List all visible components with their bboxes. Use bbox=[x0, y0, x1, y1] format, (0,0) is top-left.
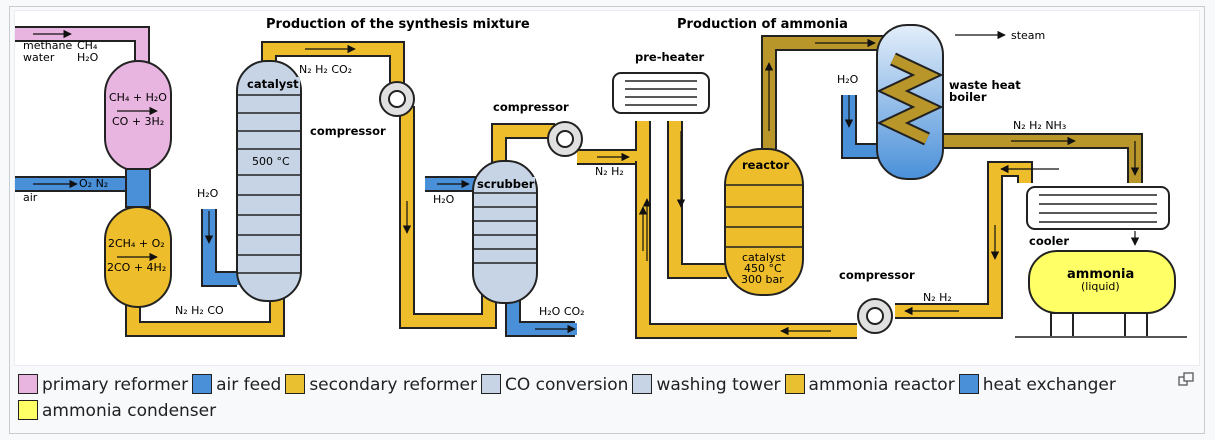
ammonia-reactor: reactor catalyst 450 °C 300 bar bbox=[724, 148, 804, 296]
compressor-1-label: compressor bbox=[310, 124, 386, 138]
n2h2-mid-label: N₂ H₂ bbox=[595, 165, 624, 178]
reactor-cat3: 300 bar bbox=[741, 273, 784, 286]
waste-heat-boiler: waste heat boiler bbox=[876, 24, 1021, 180]
legend-item: secondary reformer bbox=[285, 372, 477, 398]
cooler: cooler bbox=[1026, 186, 1170, 248]
reformer-eq1b: CO + 3H₂ bbox=[112, 115, 164, 128]
heading-synthesis: Production of the synthesis mixture bbox=[266, 17, 530, 32]
legend-item: air feed bbox=[192, 372, 281, 398]
ch4-label: CH₄ bbox=[77, 39, 98, 52]
boiler-label-1: waste heat bbox=[949, 78, 1021, 92]
pre-heater: pre-heater bbox=[612, 50, 710, 114]
legend-label: primary reformer bbox=[42, 375, 189, 395]
compressor-1: compressor bbox=[310, 81, 415, 138]
legend-item: primary reformer bbox=[18, 372, 188, 398]
gold-pipe-8 bbox=[895, 161, 1033, 319]
h2o-co2-out-label: H₂O CO₂ bbox=[539, 305, 585, 318]
legend-label: ammonia reactor bbox=[808, 375, 955, 395]
gold-pipe-5 bbox=[577, 121, 651, 165]
legend-label: secondary reformer bbox=[309, 375, 477, 395]
legend-swatch bbox=[481, 374, 501, 394]
gold-pipe-6 bbox=[667, 121, 731, 279]
cooler-label: cooler bbox=[1029, 234, 1069, 248]
reactor-cat1: catalyst bbox=[742, 251, 786, 264]
legend-item: ammonia condenser bbox=[18, 398, 216, 424]
flow-arrows bbox=[33, 29, 1140, 336]
enlarge-icon[interactable] bbox=[1178, 372, 1194, 386]
scrubber-label: scrubber bbox=[477, 177, 535, 191]
water-label: water bbox=[23, 51, 55, 64]
legend-item: washing tower bbox=[632, 372, 781, 398]
secondary-reformer: 2CH₄ + O₂ 2CO + 4H₂ bbox=[104, 206, 172, 308]
reformer-eq2a: 2CH₄ + O₂ bbox=[108, 237, 165, 250]
compressor-3: compressor bbox=[839, 268, 915, 334]
ammonia-tank: ammonia (liquid) bbox=[1015, 250, 1187, 338]
reactor-cat2: 450 °C bbox=[744, 262, 782, 275]
legend-swatch bbox=[18, 400, 38, 420]
pre-heater-label: pre-heater bbox=[635, 50, 705, 64]
h2o-conv-label: H₂O bbox=[197, 187, 219, 200]
o2n2-label: O₂ N₂ bbox=[79, 177, 108, 190]
legend-label: ammonia condenser bbox=[42, 401, 217, 421]
air-neck bbox=[125, 168, 151, 208]
temp-500-label: 500 °C bbox=[252, 155, 290, 168]
gold-pipe-1 bbox=[125, 291, 285, 337]
n2h2co-label: N₂ H₂ CO bbox=[175, 304, 224, 317]
steam-label: steam bbox=[1011, 29, 1045, 42]
scrubber-tower: scrubber bbox=[472, 160, 538, 304]
legend-swatch bbox=[784, 374, 805, 394]
legend-label: air feed bbox=[216, 375, 282, 395]
legend-swatch bbox=[958, 374, 979, 394]
legend-item: CO conversion bbox=[481, 372, 628, 398]
process-svg: Production of the synthesis mixture Prod… bbox=[15, 17, 1187, 339]
gold-pipe-4 bbox=[491, 123, 555, 163]
legend-swatch bbox=[18, 374, 38, 394]
legend-swatch bbox=[285, 374, 306, 394]
co-conversion-tower: catalyst 500 °C bbox=[236, 60, 302, 302]
compressor-3-label: compressor bbox=[839, 268, 915, 282]
reformer-eq1a: CH₄ + H₂O bbox=[109, 91, 167, 104]
n2h2co2-label: N₂ H₂ CO₂ bbox=[299, 63, 352, 76]
legend-label: CO conversion bbox=[505, 375, 629, 395]
olive-pipe-4 bbox=[681, 117, 727, 221]
reactor-label: reactor bbox=[742, 158, 789, 172]
olive-pipe-3 bbox=[941, 133, 1143, 183]
reformer-eq2b: 2CO + 4H₂ bbox=[107, 261, 166, 274]
air-label: air bbox=[23, 191, 38, 204]
legend-swatch bbox=[192, 374, 213, 394]
h2o-scrub-label: H₂O bbox=[433, 193, 455, 206]
h2o-boiler-label: H₂O bbox=[837, 73, 859, 86]
boiler-label-2: boiler bbox=[949, 90, 987, 104]
primary-reformer: CH₄ + H₂O CO + 3H₂ bbox=[104, 60, 172, 172]
n2h2nh3-label: N₂ H₂ NH₃ bbox=[1013, 119, 1066, 132]
legend-swatch bbox=[632, 374, 653, 394]
legend-label: washing tower bbox=[656, 375, 781, 395]
legend-label: heat exchanger bbox=[982, 375, 1116, 395]
ammonia-label: ammonia bbox=[1067, 267, 1134, 282]
methane-label: methane bbox=[23, 39, 72, 52]
compressor-2-label: compressor bbox=[493, 100, 569, 114]
legend-item: heat exchanger bbox=[958, 372, 1116, 398]
h2o-in-label: H₂O bbox=[77, 51, 99, 64]
compressor-2: compressor bbox=[493, 100, 583, 157]
n2h2-return-label: N₂ H₂ bbox=[923, 291, 952, 304]
catalyst-label: catalyst bbox=[247, 77, 299, 91]
ammonia-process-diagram: Production of the synthesis mixture Prod… bbox=[14, 10, 1200, 366]
legend: primary reformer air feed secondary reform… bbox=[18, 372, 1168, 424]
legend-item: ammonia reactor bbox=[784, 372, 955, 398]
heading-ammonia: Production of ammonia bbox=[677, 17, 848, 32]
ammonia-sub-label: (liquid) bbox=[1081, 280, 1120, 293]
